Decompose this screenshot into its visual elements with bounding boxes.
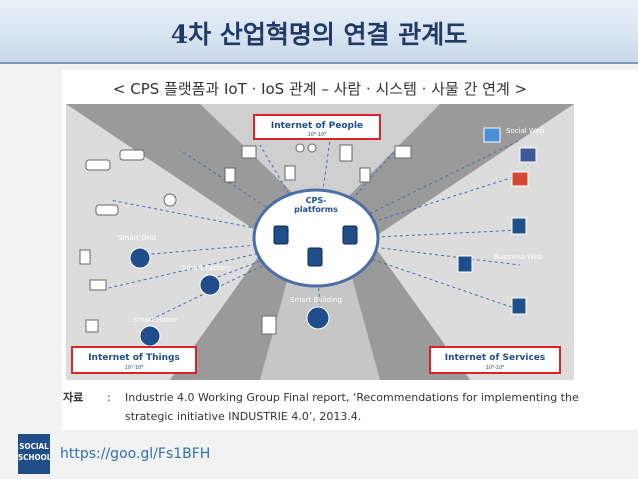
figure-subtitle: < CPS 플랫폼과 IoT · IoS 관계 – 사람 · 시스템 · 사물 … xyxy=(112,80,528,98)
phone-icon xyxy=(284,165,296,181)
caption-line-1: Industrie 4.0 Working Group Final report… xyxy=(125,391,579,404)
smart-home-label: Smart Home xyxy=(133,316,177,324)
server-icon xyxy=(273,225,289,245)
server-icons xyxy=(273,225,358,267)
caption-line-2: strategic initiative INDUSTRIE 4.0’, 201… xyxy=(125,410,362,423)
social-school-logo: SOCIAL SCHOOL xyxy=(18,434,52,474)
cps-label-2: platforms xyxy=(294,205,338,214)
car-icon xyxy=(119,149,145,161)
server-icon xyxy=(511,297,527,315)
business-servers xyxy=(457,217,527,315)
things-wedge xyxy=(66,104,270,380)
person-icon xyxy=(307,143,317,153)
caption-label: 자료 xyxy=(63,391,84,404)
person-icon xyxy=(295,143,305,153)
plug-icon xyxy=(129,247,151,269)
car-icon xyxy=(85,159,111,171)
bike-icon xyxy=(163,193,177,207)
device-icon xyxy=(85,319,99,333)
server-icon xyxy=(307,247,323,267)
smart-grid-label: Smart Grid xyxy=(118,234,156,242)
facebook-icon xyxy=(519,147,537,163)
device-icon xyxy=(89,279,107,291)
car-icon xyxy=(95,204,119,216)
smart-factory-label: Smart Factory xyxy=(182,264,231,272)
phone-icon xyxy=(224,167,236,183)
phone-icon xyxy=(359,167,371,183)
twitter-icon xyxy=(483,127,501,143)
caption-colon: : xyxy=(107,391,111,404)
internet-of-services-sub: 10⁶-10⁸ xyxy=(486,365,505,371)
internet-of-things-label: Internet of Things xyxy=(88,353,180,363)
server-icon xyxy=(511,217,527,235)
google-plus-icon xyxy=(511,171,529,187)
building-icon xyxy=(306,306,330,330)
logo-line-1: SOCIAL xyxy=(19,442,49,451)
internet-of-things-box xyxy=(71,346,197,374)
logo-line-2: SCHOOL xyxy=(18,453,52,462)
footer xyxy=(0,431,638,479)
internet-of-people-label: Internet of People xyxy=(271,121,363,131)
tablet-icon xyxy=(339,144,353,162)
server-icon xyxy=(342,225,358,245)
people-devices xyxy=(224,143,412,183)
internet-of-things-sub: 10¹-10⁸ xyxy=(125,365,144,371)
door-icon xyxy=(261,315,277,335)
internet-of-people-box xyxy=(253,114,381,140)
internet-of-people-sub: 10⁸-10⁹ xyxy=(308,132,327,138)
source-url-link[interactable]: https://goo.gl/Fs1BFH xyxy=(60,446,211,462)
title-bar: 4차 산업혁명의 연결 관계도 xyxy=(0,0,638,64)
social-web-label: Social Web xyxy=(506,127,545,135)
thing-devices xyxy=(79,149,177,333)
cps-label-1: CPS- xyxy=(306,196,327,205)
slide-title: 4차 산업혁명의 연결 관계도 xyxy=(170,20,468,49)
internet-of-services-label: Internet of Services xyxy=(445,353,546,363)
cps-platform-ellipse xyxy=(252,188,380,288)
server-icon xyxy=(457,255,473,273)
home-icon xyxy=(139,325,161,347)
factory-icon xyxy=(199,274,221,296)
monitor-icon xyxy=(241,145,257,159)
internet-of-services-box xyxy=(429,346,561,374)
device-icon xyxy=(79,249,91,265)
business-web-label: Business Web xyxy=(494,253,543,261)
smart-building-label: Smart Building xyxy=(290,296,342,304)
monitor-icon xyxy=(394,145,412,159)
